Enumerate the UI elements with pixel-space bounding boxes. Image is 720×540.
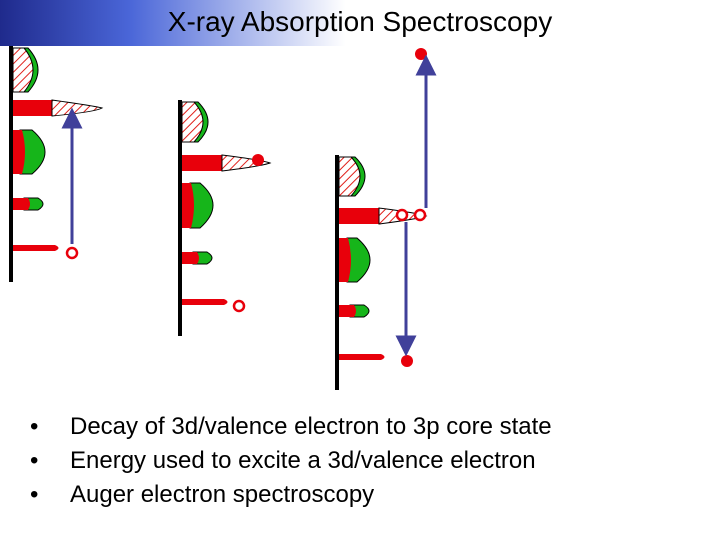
panel-2-d-lobe-hatched	[181, 101, 204, 143]
panel-3-p-lobe-red	[339, 238, 351, 282]
bullet-text: Auger electron spectroscopy	[70, 481, 375, 508]
panel-2-p-lobe-red	[182, 183, 194, 228]
panel-2-valence-tail-hatched	[221, 154, 272, 172]
panel-2-core-hole	[232, 299, 246, 313]
panel-3-emitted-electron	[415, 48, 427, 60]
panel-2-valence-band	[182, 155, 226, 171]
bullet-item-energy: • Energy used to excite a 3d/valence ele…	[30, 444, 552, 478]
panel-3-d-lobe-hatched	[338, 156, 361, 197]
panel-1-core-level	[13, 245, 59, 251]
bullet-dot: •	[30, 413, 39, 440]
panel-2-valence-electron	[252, 154, 264, 166]
panel-3-core-electron	[401, 355, 413, 367]
title-bar	[0, 0, 720, 46]
bullet-item-auger: • Auger electron spectroscopy	[30, 478, 552, 512]
panel-absorption	[9, 46, 104, 282]
panel-1-d-lobe-hatched	[12, 47, 34, 93]
panel-3-s-lobe-red	[339, 305, 356, 317]
slide-title: X-ray Absorption Spectroscopy	[167, 6, 553, 37]
bullet-item-decay: • Decay of 3d/valence electron to 3p cor…	[30, 410, 552, 444]
panel-3-core-level	[339, 354, 385, 360]
orbital-diagram	[9, 46, 437, 390]
panel-decay	[178, 100, 272, 336]
panel-3-p-lobe-green	[346, 237, 371, 283]
panel-1-p-lobe-green	[19, 129, 46, 175]
panel-1-p-lobe-red	[13, 130, 25, 174]
bullet-dot: •	[30, 447, 39, 474]
bullet-text: Decay of 3d/valence electron to 3p core …	[70, 413, 552, 440]
panel-1-valence-band	[13, 100, 55, 116]
bullet-text: Energy used to excite a 3d/valence elect…	[70, 447, 536, 474]
panel-2-core-level	[182, 299, 228, 305]
bullet-list: • Decay of 3d/valence electron to 3p cor…	[30, 410, 552, 512]
bullet-dot: •	[30, 481, 39, 508]
panel-2-s-lobe-red	[182, 252, 199, 264]
panel-1-core-hole	[65, 246, 79, 260]
panel-auger	[335, 48, 437, 390]
panel-3-valence-band	[339, 208, 383, 224]
panel-1-s-lobe-red	[13, 198, 30, 210]
panel-1-valence-tail-hatched	[51, 99, 104, 117]
panel-2-p-lobe-green	[189, 182, 214, 229]
panel-3-valence-hole-2	[413, 208, 427, 222]
panel-3-valence-hole-1	[395, 208, 409, 222]
